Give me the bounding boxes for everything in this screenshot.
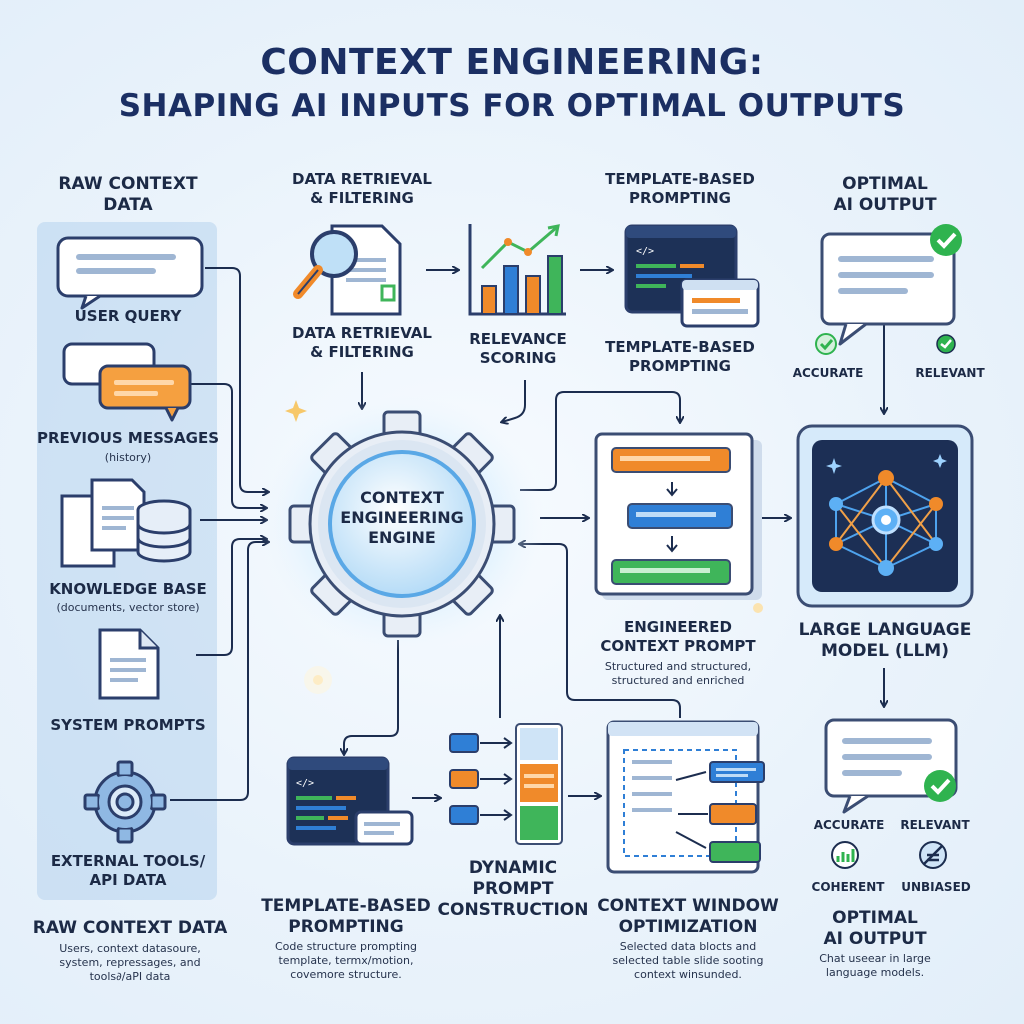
retrieval-heading: DATA RETRIEVAL & FILTERING [292,170,432,207]
gear-icon [80,760,170,848]
engineered-desc: Structured and structured, structured an… [604,660,752,687]
left-item-sub: (documents, vector store) [56,601,200,614]
final-output-bubble-icon [822,716,972,820]
magnifier-document-icon [292,218,412,322]
prompt-blocks-icon [444,722,570,850]
engineered-prompt-card [594,432,764,606]
left-item-label: EXTERNAL TOOLS/ API DATA [50,852,206,889]
left-item-label: KNOWLEDGE BASE [49,580,207,598]
left-item-label: SYSTEM PROMPTS [50,716,206,734]
raw-context-footer-title: RAW CONTEXT DATA [32,918,228,938]
coherent-icon [830,840,860,874]
output-top-heading: OPTIMAL AI OUTPUT [833,174,937,215]
code-editor-icon: </> [286,756,416,854]
bottom-template-desc: Code structure prompting template, termx… [274,940,418,981]
left-item-label: USER QUERY [74,307,182,325]
bottom-template-label: TEMPLATE-BASED PROMPTING [261,896,431,937]
template-label: TEMPLATE-BASED PROMPTING [605,338,755,375]
left-heading: RAW CONTEXT DATA [58,174,198,215]
window-label: CONTEXT WINDOW OPTIMIZATION [597,896,779,937]
badge-label: ACCURATE [792,366,864,380]
messages-icon [62,340,194,426]
left-item-label: PREVIOUS MESSAGES [36,429,219,447]
gear-check-icon [934,332,958,360]
template-heading: TEMPLATE-BASED PROMPTING [605,170,755,207]
page-title: CONTEXT ENGINEERING: [260,42,764,83]
code-window-icon: </> [622,222,762,336]
unbiased-icon [918,840,948,874]
output-bottom-desc: Chat useear in large language models. [819,952,931,979]
bar-chart-icon [462,220,572,324]
chat-bubble-icon [56,236,206,314]
badge-label: COHERENT [811,880,885,894]
code-tag: </> [636,246,654,257]
badge-label: RELEVANT [900,818,970,832]
retrieval-label: DATA RETRIEVAL & FILTERING [292,324,432,361]
engine-label: CONTEXT ENGINEERING ENGINE [340,488,464,547]
output-bottom-title: OPTIMAL AI OUTPUT [823,908,927,949]
badge-label: ACCURATE [813,818,885,832]
context-window-icon [606,720,766,884]
check-circle-icon [814,332,838,360]
output-bubble-icon [818,222,978,354]
dynamic-label: DYNAMIC PROMPT CONSTRUCTION [437,858,589,920]
left-item-sub: (history) [104,451,152,464]
page-subtitle: SHAPING AI INPUTS FOR OPTIMAL OUTPUTS [118,88,906,124]
badge-label: RELEVANT [915,366,985,380]
engine-gear-icon [258,392,548,658]
llm-network-icon [796,424,976,614]
database-icon [58,476,198,574]
raw-context-footer-desc: Users, context datasoure, system, repres… [59,942,201,983]
document-icon [96,626,166,706]
relevance-label: RELEVANCE SCORING [469,330,567,367]
badge-label: UNBIASED [901,880,971,894]
code-tag: </> [296,778,314,789]
engineered-label: ENGINEERED CONTEXT PROMPT [600,618,756,655]
window-desc: Selected data blocts and selected table … [612,940,764,981]
llm-label: LARGE LANGUAGE MODEL (LLM) [798,620,972,661]
